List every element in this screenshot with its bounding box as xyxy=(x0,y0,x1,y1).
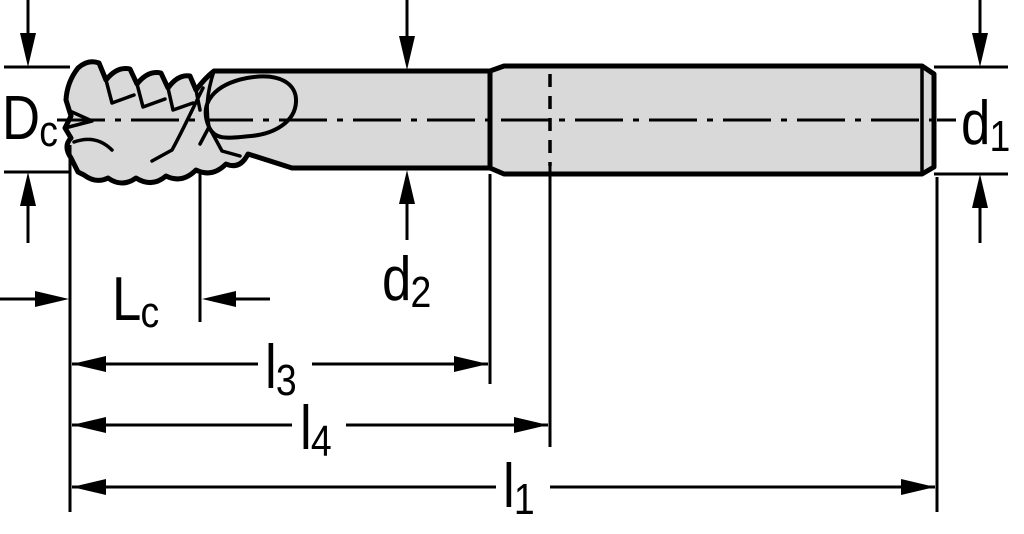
label-neck-diameter-sub: 2 xyxy=(410,268,432,317)
l3-arrowhead-right xyxy=(454,356,488,372)
label-shank-diameter: d1 xyxy=(961,93,1010,159)
label-length-l4: l4 xyxy=(300,398,332,464)
dimension-linework xyxy=(0,0,1008,512)
flute-gash xyxy=(203,74,298,140)
l1-arrowhead-left xyxy=(72,479,106,495)
label-overall-length-main: l xyxy=(503,452,515,521)
label-length-l4-sub: 4 xyxy=(310,417,332,466)
label-shank-diameter-sub: 1 xyxy=(989,112,1011,161)
d1-arrowhead-bottom xyxy=(972,174,988,208)
label-length-l3: l3 xyxy=(265,337,297,403)
label-overall-length: l1 xyxy=(503,456,535,522)
l3-arrowhead-left xyxy=(72,356,106,372)
l4-arrowhead-right xyxy=(514,417,548,433)
label-cutting-length-main: L xyxy=(112,265,141,334)
tool-body xyxy=(62,59,937,186)
l1-arrowhead-right xyxy=(901,479,935,495)
label-neck-diameter: d2 xyxy=(382,249,431,315)
lc-arrowhead-right xyxy=(202,291,236,307)
d1-arrowhead-top xyxy=(972,33,988,67)
label-length-l3-sub: 3 xyxy=(275,356,297,405)
arrowheads xyxy=(20,33,988,495)
label-cutting-diameter-sub: c xyxy=(39,107,58,156)
l4-arrowhead-left xyxy=(72,417,106,433)
label-cutting-diameter-main: D xyxy=(2,84,40,153)
label-cutting-length-sub: c xyxy=(140,288,160,337)
label-cutting-diameter: Dc xyxy=(2,88,58,154)
d2-arrowhead-bottom xyxy=(399,170,415,204)
dc-arrowhead-bottom xyxy=(20,172,36,206)
label-length-l3-main: l xyxy=(265,333,277,402)
dc-arrowhead-top xyxy=(20,33,36,67)
label-shank-diameter-main: d xyxy=(961,89,990,158)
label-length-l4-main: l xyxy=(300,394,312,463)
label-neck-diameter-main: d xyxy=(382,245,411,314)
label-overall-length-sub: 1 xyxy=(513,475,535,524)
lc-arrowhead-left xyxy=(35,291,69,307)
d2-arrowhead-top xyxy=(399,36,415,70)
label-cutting-length: Lc xyxy=(112,269,159,335)
